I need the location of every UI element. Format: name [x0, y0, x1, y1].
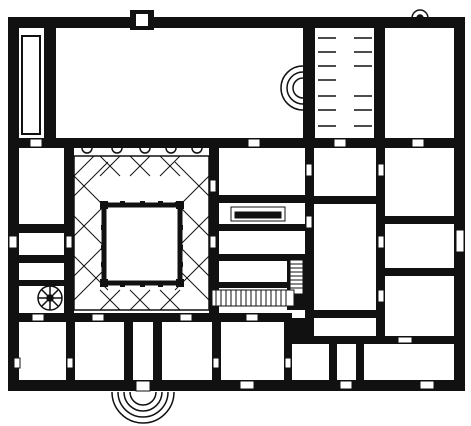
entrance-step-4 — [129, 391, 157, 406]
wall-left-col-2 — [19, 255, 64, 263]
apse-ring-3 — [292, 77, 304, 99]
top-left-chamber-outline — [21, 35, 41, 135]
wall-top-left-room — [44, 28, 56, 140]
wall-left-col-1 — [19, 224, 64, 233]
niche-1 — [9, 43, 17, 57]
top-left-chamber — [9, 35, 41, 135]
top-right-hall-markings — [318, 37, 372, 127]
courtyard-arcade — [73, 155, 210, 311]
wall-right-h5 — [314, 310, 376, 318]
stair-upper-fill — [234, 211, 282, 219]
niche-2 — [9, 77, 17, 91]
outer-wall-top — [8, 17, 465, 28]
courtyard-open-center — [101, 202, 183, 286]
wall-lower-horizontal-right — [291, 336, 465, 344]
entrance-step-2 — [117, 391, 169, 418]
wall-bottom-v1 — [66, 313, 75, 383]
wall-bottom-v4 — [212, 313, 221, 383]
wall-mid-h3 — [219, 282, 305, 288]
wall-right-h2 — [314, 196, 376, 204]
wall-courtyard-left — [64, 148, 74, 316]
wall-bottom-v2 — [124, 313, 133, 383]
round-fixture-outer — [411, 9, 429, 27]
niche-3 — [9, 111, 17, 125]
stair-vertical-treads — [290, 263, 303, 289]
top-right-round-fixture — [411, 9, 429, 27]
wall-left-col-3 — [19, 280, 64, 286]
wall-bottom-v7 — [356, 336, 364, 383]
wall-bottom-v5 — [284, 313, 292, 383]
hall-apse — [280, 65, 304, 111]
wall-top-hall-right — [303, 28, 315, 140]
apse-ring-2 — [286, 71, 304, 105]
round-fixture-inner — [416, 14, 424, 22]
top-entrance-gap — [136, 14, 148, 26]
wall-upper-horizontal — [8, 138, 465, 148]
apse-ring-1 — [280, 65, 304, 111]
wall-mid-h1 — [219, 224, 305, 231]
outer-wall-bottom — [8, 380, 465, 391]
courtyard-arches — [81, 147, 203, 154]
entrance-step-1 — [111, 391, 175, 424]
wall-right-v1 — [305, 148, 314, 336]
wall-bottom-v6 — [329, 336, 337, 383]
wall-right-h4 — [385, 268, 454, 276]
stair-vertical — [289, 259, 304, 295]
doorways — [8, 138, 465, 392]
outer-wall-left — [8, 17, 19, 391]
wall-bottom-v3 — [153, 313, 162, 383]
wall-right-h3 — [385, 216, 454, 224]
outer-walls — [8, 17, 465, 391]
bottom-entrance-steps — [111, 391, 175, 424]
entrance-step-3 — [123, 391, 163, 412]
stair-lower-treads — [215, 290, 287, 306]
wall-lower-horizontal — [8, 313, 291, 322]
wall-mid-h2 — [219, 254, 305, 261]
wall-right-h1 — [219, 195, 305, 203]
stair-lower — [211, 289, 295, 307]
courtyard — [73, 147, 210, 311]
wall-small-room — [290, 318, 314, 336]
wall-top-right-room — [374, 28, 385, 140]
top-entrance — [130, 10, 154, 30]
spiral-staircase — [37, 285, 63, 311]
courtyard-columns — [100, 201, 184, 287]
outer-wall-right — [454, 17, 465, 391]
middle-staircases — [211, 206, 304, 307]
wall-courtyard-right — [209, 148, 219, 316]
